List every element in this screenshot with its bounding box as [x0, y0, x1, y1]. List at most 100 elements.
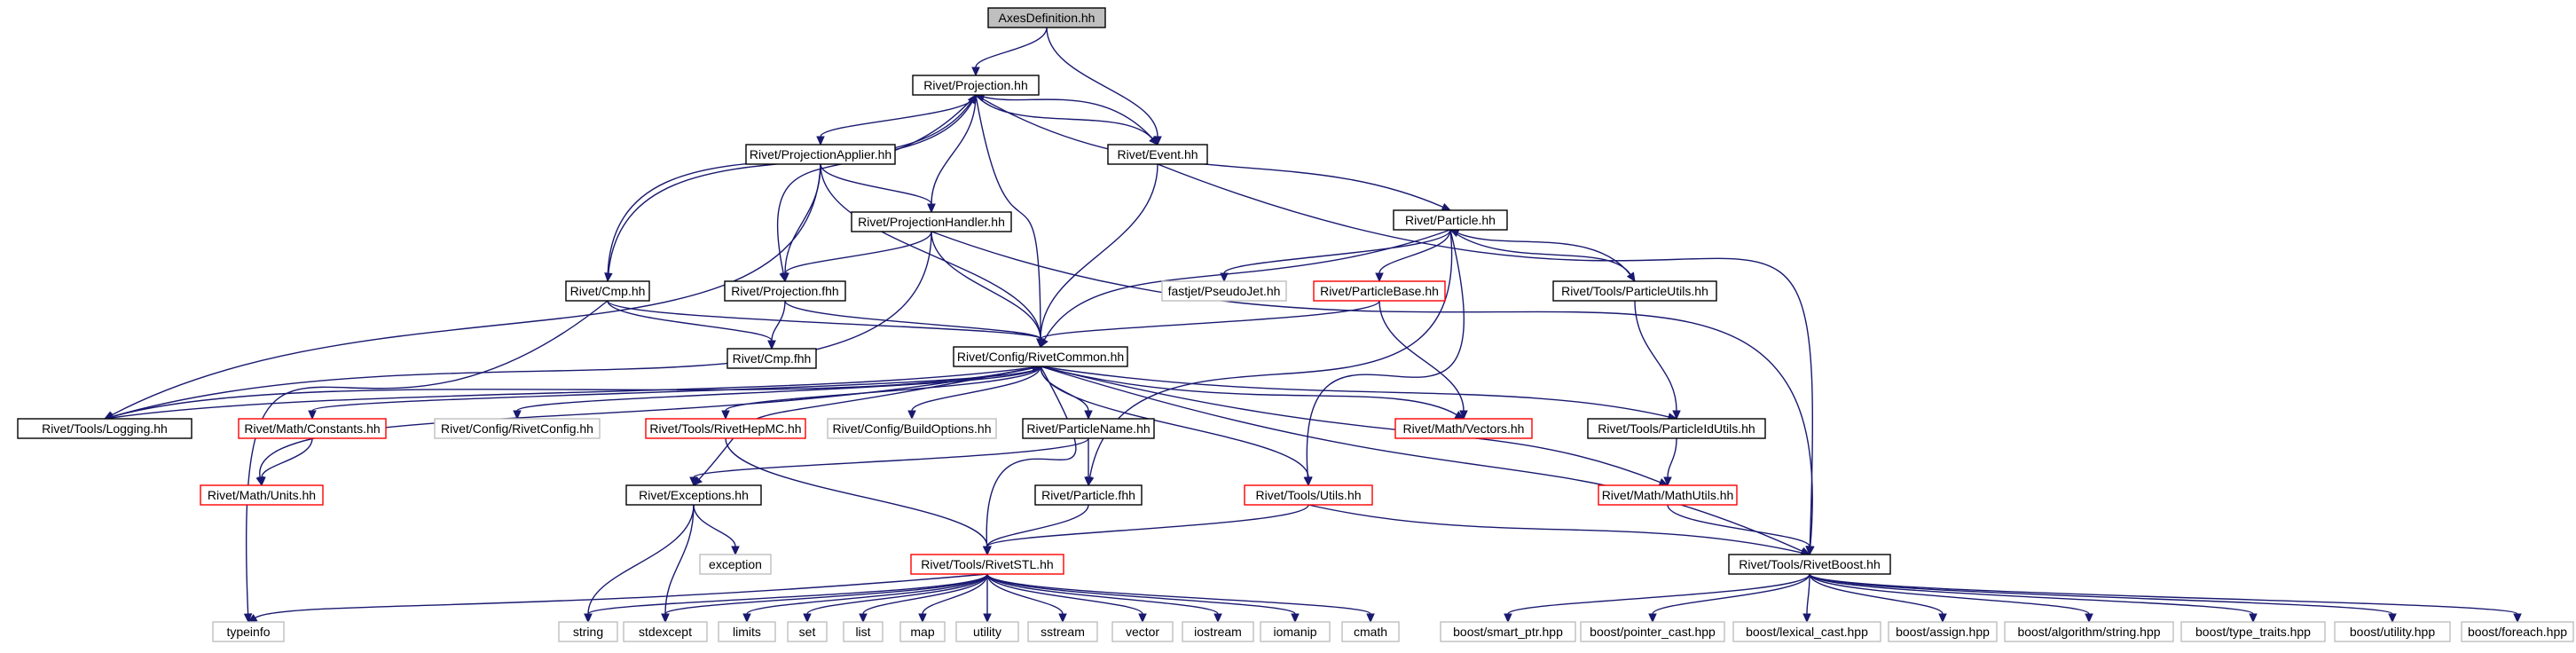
node-particlename[interactable]: Rivet/ParticleName.hh [1022, 418, 1155, 439]
edge-line [607, 300, 773, 342]
node-box [1552, 280, 1717, 302]
node-box [718, 621, 776, 642]
edge-line [1043, 229, 1451, 341]
edge-line [311, 366, 1041, 412]
node-rivetcommon[interactable]: Rivet/Config/RivetCommon.hh [953, 346, 1128, 367]
edge-arrowhead [983, 546, 992, 556]
edge-line [975, 27, 1048, 68]
node-units[interactable]: Rivet/Math/Units.hh [200, 484, 324, 506]
node-box [745, 144, 896, 165]
node-box [1034, 484, 1143, 506]
node-constants[interactable]: Rivet/Math/Constants.hh [238, 418, 387, 439]
node-label: set [799, 625, 816, 639]
node-label: Rivet/Tools/RivetBoost.hh [1739, 557, 1881, 571]
node-cmpfhh[interactable]: Rivet/Cmp.fhh [726, 348, 817, 369]
node-box [1587, 418, 1766, 439]
edge-arrowhead [2085, 613, 2093, 624]
node-label: Rivet/ParticleBase.hh [1320, 284, 1439, 298]
edge-rivetboost-to-assign [1809, 573, 1947, 624]
edge-line [922, 573, 988, 615]
node-vectors[interactable]: Rivet/Math/Vectors.hh [1394, 418, 1533, 439]
node-label: list [855, 625, 870, 639]
node-particlebase[interactable]: Rivet/ParticleBase.hh [1313, 280, 1446, 302]
edge-line [516, 366, 1041, 412]
edge-arrowhead [661, 613, 670, 624]
node-pidutils[interactable]: Rivet/Tools/ParticleIdUtils.hh [1587, 418, 1766, 439]
node-label: Rivet/ProjectionHandler.hh [858, 215, 1005, 229]
node-label: boost/utility.hpp [2350, 625, 2435, 639]
edge-line [1507, 573, 1810, 615]
node-projhandler[interactable]: Rivet/ProjectionHandler.hh [851, 211, 1012, 232]
edge-line [1667, 504, 1810, 547]
edge-rivetstl-to-stdexcept [661, 573, 988, 624]
edge-particlebase-to-rivetcommon [1036, 300, 1380, 349]
node-axesdef[interactable]: AxesDefinition.hh [987, 7, 1106, 28]
node-box [1728, 554, 1891, 575]
edge-projection-to-particle [975, 94, 1452, 211]
edge-line [986, 504, 1309, 547]
edge-line [931, 231, 1041, 340]
node-box [1598, 484, 1738, 506]
node-label: vector [1126, 625, 1159, 639]
node-foreach: boost/foreach.hpp [2461, 621, 2574, 642]
node-vector: vector [1111, 621, 1174, 642]
edge-projhandler-to-logging [103, 231, 932, 421]
edge-arrowhead [731, 546, 740, 556]
edge-arrowhead [513, 410, 522, 421]
edge-arrowhead [721, 410, 730, 421]
edge-rivetstl-to-set [803, 573, 988, 624]
node-utils[interactable]: Rivet/Tools/Utils.hh [1244, 484, 1373, 506]
edge-line [1040, 366, 1457, 416]
node-cmp[interactable]: Rivet/Cmp.hh [565, 280, 650, 302]
node-box [1732, 621, 1881, 642]
edge-line [725, 366, 1041, 412]
edge-projfhh-to-rivetcommon [784, 300, 1045, 349]
edge-rivetboost-to-smartptr [1504, 573, 1810, 624]
node-label: Rivet/ParticleName.hh [1026, 421, 1150, 436]
node-set: set [787, 621, 828, 642]
edge-arrowhead [257, 476, 266, 487]
node-mathutils[interactable]: Rivet/Math/MathUtils.hh [1598, 484, 1738, 506]
node-label: Rivet/Exceptions.hh [639, 488, 749, 502]
node-rivetstl[interactable]: Rivet/Tools/RivetSTL.hh [910, 554, 1064, 575]
node-event[interactable]: Rivet/Event.hh [1107, 144, 1208, 165]
edge-line [1378, 229, 1451, 274]
edge-event-to-rivetcommon [1036, 163, 1158, 349]
node-projection[interactable]: Rivet/Projection.hh [912, 75, 1040, 96]
edge-axesdef-to-projection [971, 27, 1048, 77]
edge-line [112, 231, 932, 418]
edge-arrowhead [1375, 272, 1384, 283]
edge-particlebase-to-vectors [1378, 300, 1468, 421]
edge-arrowhead [1084, 476, 1093, 487]
edge-line [1809, 573, 2393, 615]
node-projfhh[interactable]: Rivet/Projection.fhh [724, 280, 846, 302]
node-particle[interactable]: Rivet/Particle.hh [1393, 209, 1508, 231]
node-hepmc[interactable]: Rivet/Tools/RivetHepMC.hh [645, 418, 806, 439]
node-box [726, 348, 817, 369]
node-label: Rivet/ProjectionApplier.hh [750, 147, 891, 161]
edge-particlename-to-exceptions [689, 437, 1089, 487]
node-box [987, 7, 1106, 28]
edge-arrowhead [742, 613, 751, 624]
node-particleutils[interactable]: Rivet/Tools/ParticleUtils.hh [1552, 280, 1717, 302]
node-projapplier[interactable]: Rivet/ProjectionApplier.hh [745, 144, 896, 165]
node-particlefhh[interactable]: Rivet/Particle.fhh [1034, 484, 1143, 506]
edge-projhandler-to-rivetboost [931, 231, 1815, 556]
node-rivetboost[interactable]: Rivet/Tools/RivetBoost.hh [1728, 554, 1891, 575]
edge-arrowhead [967, 93, 977, 105]
edge-line [255, 573, 988, 618]
node-exceptions[interactable]: Rivet/Exceptions.hh [625, 484, 762, 506]
node-limits: limits [718, 621, 776, 642]
edge-rivetstl-to-utility [983, 574, 992, 624]
node-logging[interactable]: Rivet/Tools/Logging.hh [17, 418, 192, 439]
node-label: Rivet/Cmp.hh [570, 284, 646, 298]
edge-arrowhead [584, 613, 593, 624]
node-iostream: iostream [1182, 621, 1254, 642]
node-stdexcept: stdexcept [623, 621, 708, 642]
edge-arrowhead [767, 340, 776, 350]
edge-rivetstl-to-iomanip [986, 573, 1300, 624]
edge-projhandler-to-projfhh [781, 231, 932, 283]
edge-line [931, 94, 977, 205]
edge-line [1040, 366, 1309, 478]
edge-line [1040, 366, 1803, 552]
